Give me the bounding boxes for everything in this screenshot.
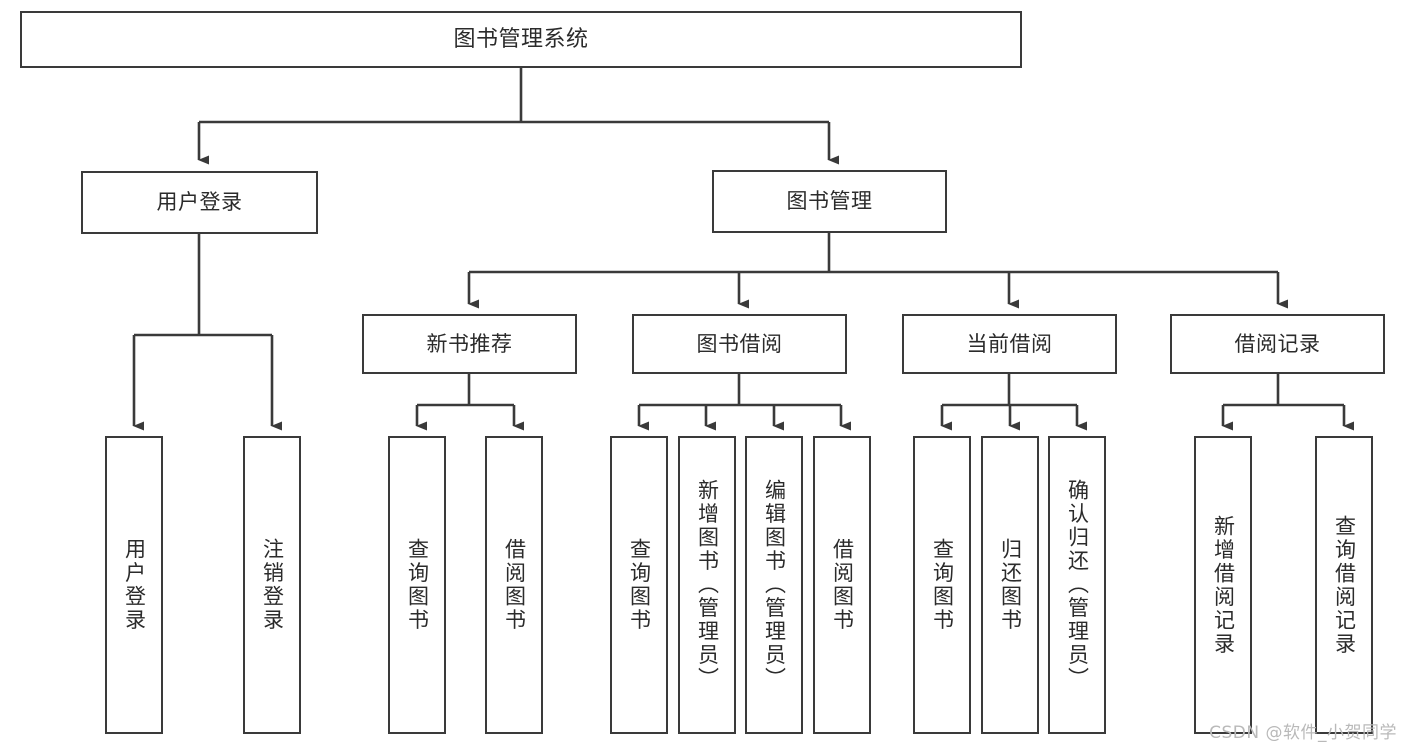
leaf-borrow-take-book[interactable]: 借阅图书 <box>813 436 871 734</box>
node-borrow-records[interactable]: 借阅记录 <box>1170 314 1385 374</box>
node-book-borrow[interactable]: 图书借阅 <box>632 314 847 374</box>
node-book-management[interactable]: 图书管理 <box>712 170 947 233</box>
node-label: 归还图书 <box>998 538 1023 632</box>
leaf-current-return-book[interactable]: 归还图书 <box>981 436 1039 734</box>
node-label: 查询图书 <box>405 538 430 632</box>
leaf-records-query-record[interactable]: 查询借阅记录 <box>1315 436 1373 734</box>
node-label: 图书管理系统 <box>453 26 589 52</box>
leaf-login-logout[interactable]: 注销登录 <box>243 436 301 734</box>
node-label: 注销登录 <box>260 538 285 632</box>
node-label: 新增图书（管理员） <box>695 479 720 691</box>
node-label: 用户登录 <box>122 538 147 632</box>
leaf-records-add-record[interactable]: 新增借阅记录 <box>1194 436 1252 734</box>
leaf-borrow-edit-book-admin[interactable]: 编辑图书（管理员） <box>745 436 803 734</box>
leaf-current-confirm-return-admin[interactable]: 确认归还（管理员） <box>1048 436 1106 734</box>
node-new-book-recommend[interactable]: 新书推荐 <box>362 314 577 374</box>
node-label: 查询图书 <box>627 538 652 632</box>
node-root-system[interactable]: 图书管理系统 <box>20 11 1022 68</box>
leaf-newbook-borrow-book[interactable]: 借阅图书 <box>485 436 543 734</box>
node-label: 确认归还（管理员） <box>1065 479 1090 691</box>
node-label: 新书推荐 <box>426 331 513 356</box>
node-current-borrow[interactable]: 当前借阅 <box>902 314 1117 374</box>
leaf-current-query-book[interactable]: 查询图书 <box>913 436 971 734</box>
leaf-login-user-login[interactable]: 用户登录 <box>105 436 163 734</box>
node-label: 用户登录 <box>156 190 243 215</box>
node-label: 图书借阅 <box>696 331 783 356</box>
node-label: 编辑图书（管理员） <box>762 479 787 691</box>
leaf-borrow-query-book[interactable]: 查询图书 <box>610 436 668 734</box>
leaf-borrow-add-book-admin[interactable]: 新增图书（管理员） <box>678 436 736 734</box>
node-label: 查询借阅记录 <box>1332 514 1357 656</box>
node-label: 借阅图书 <box>502 538 527 632</box>
node-label: 新增借阅记录 <box>1211 514 1236 656</box>
node-label: 借阅图书 <box>830 538 855 632</box>
node-label: 当前借阅 <box>966 331 1053 356</box>
node-label: 图书管理 <box>786 189 873 214</box>
node-user-login[interactable]: 用户登录 <box>81 171 318 234</box>
node-label: 查询图书 <box>930 538 955 632</box>
node-label: 借阅记录 <box>1234 331 1321 356</box>
leaf-newbook-query-book[interactable]: 查询图书 <box>388 436 446 734</box>
